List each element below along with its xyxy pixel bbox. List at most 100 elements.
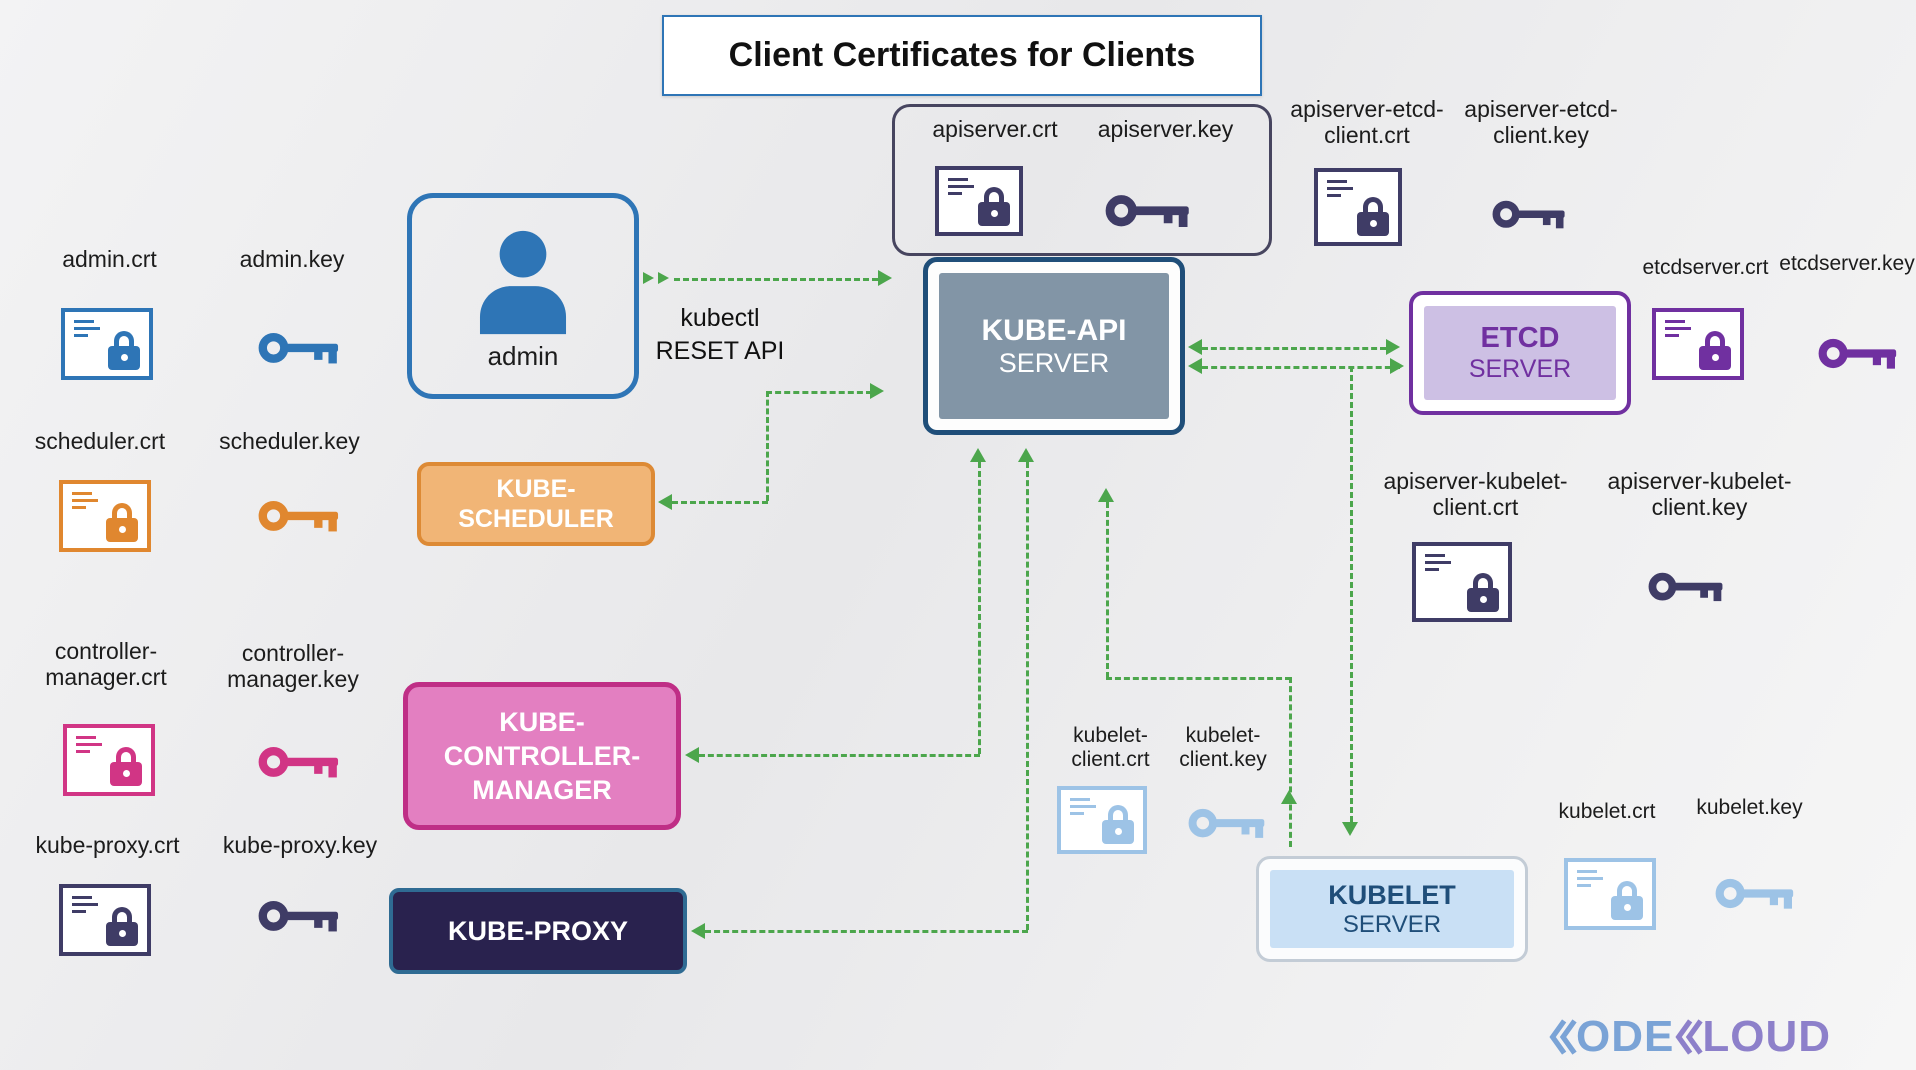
admin-key-label: admin.key [239,246,345,272]
arrowhead-admin-start-2 [658,272,669,284]
kubectl-annotation-line1: kubectl [680,304,760,332]
arrow-scheduler-line-h1 [672,501,768,504]
apiserver-key-icon [1105,192,1195,235]
kube-proxy-key-label: kube-proxy.key [222,832,378,858]
kube-controller-manager-label-line3: MANAGER [472,775,612,805]
scheduler-key-label: scheduler.key [219,428,360,454]
scheduler-certificate-icon [59,480,151,552]
apiserver-crt-label: apiserver.crt [932,116,1058,142]
kubelet-client-key-label: kubelet-client.key [1179,724,1267,772]
arrowhead-admin-to-api [878,270,892,286]
apiserver-kubelet-client-crt-label: apiserver-kubelet-client.crt [1383,468,1568,521]
kube-controller-manager-node: KUBE- CONTROLLER- MANAGER [403,682,681,830]
arrow-scheduler-line-v [766,391,769,501]
diagram-title: Client Certificates for Clients [662,15,1262,96]
arrowhead-controller-to-api [970,448,986,462]
apiserver-key-label: apiserver.key [1097,116,1234,142]
logo-text-part1: ODE [1576,1012,1675,1061]
arrowhead-kubelet-to-api [1098,488,1114,502]
kubelet-key-icon [1715,876,1799,916]
etcd-server-label-line1: ETCD [1480,322,1560,354]
kube-proxy-crt-label: kube-proxy.crt [35,832,180,858]
padlock-icon [1466,573,1500,612]
arrowhead-api-to-etcd-top [1386,339,1400,355]
arrow-kubelet-line-h [1106,677,1291,680]
kubelet-server-label-line2: SERVER [1342,910,1442,938]
logo-k-icon [1549,1019,1577,1055]
arrow-kubelet-line-v2 [1289,677,1292,847]
arrowhead-api-to-kubelet [1342,822,1358,836]
document-lines-icon [1425,554,1451,575]
document-lines-icon [1327,180,1353,201]
arrow-admin-to-api-line [674,278,878,281]
logo-k-icon [1675,1019,1704,1055]
admin-node: admin [407,193,639,399]
padlock-icon [977,187,1011,226]
etcdserver-key-icon [1818,336,1902,376]
kubelet-server-label-line1: KUBELET [1328,879,1456,910]
arrow-api-etcd-line-top [1202,347,1386,350]
padlock-icon [109,747,143,786]
padlock-icon [1698,331,1732,370]
padlock-icon [1610,881,1644,920]
kube-api-server-node: KUBE-API SERVER [923,257,1185,435]
scheduler-key-icon [258,498,344,539]
etcd-server-inner: ETCD SERVER [1424,306,1616,400]
kubelet-client-certificate-icon [1057,786,1147,854]
kubelet-server-node: KUBELET SERVER [1256,856,1528,962]
padlock-icon [105,907,139,946]
etcdserver-key-label: etcdserver.key [1779,252,1915,275]
document-lines-icon [72,896,98,917]
kube-proxy-certificate-icon [59,884,151,956]
etcdserver-certificate-icon [1652,308,1744,380]
document-lines-icon [1665,320,1691,341]
arrowhead-kubelet-up [1281,790,1297,804]
document-lines-icon [72,492,98,513]
kube-controller-manager-label-line1: KUBE- [499,707,585,737]
arrow-api-to-kubelet-line [1350,366,1353,822]
admin-node-label: admin [487,340,559,371]
etcd-server-node: ETCD SERVER [1409,291,1631,415]
padlock-icon [105,503,139,542]
kube-api-server-inner: KUBE-API SERVER [939,273,1169,419]
admin-key-icon [258,330,344,371]
document-lines-icon [1577,870,1603,891]
apiserver-etcd-client-key-label: apiserver-etcd-client.key [1464,96,1618,149]
kodekloud-logo: ODE LOUD [1548,1012,1831,1062]
apiserver-etcd-client-key-icon [1492,198,1570,235]
diagram-title-text: Client Certificates for Clients [728,36,1196,74]
document-lines-icon [74,320,100,341]
arrow-proxy-line-h [705,930,1028,933]
kube-proxy-key-icon [258,898,344,939]
arrowhead-to-kube-proxy [691,923,705,939]
person-icon [479,230,567,334]
padlock-icon [1101,805,1135,844]
admin-certificate-icon [61,308,153,380]
apiserver-certificate-icon [935,166,1023,236]
kubelet-server-inner: KUBELET SERVER [1270,870,1514,948]
arrow-controller-line-v [978,462,981,754]
kubelet-crt-label: kubelet.crt [1558,800,1656,823]
apiserver-kubelet-client-key-icon [1648,570,1728,608]
kube-proxy-label: KUBE-PROXY [447,915,629,946]
document-lines-icon [1070,798,1096,819]
controller-manager-certificate-icon [63,724,155,796]
controller-manager-crt-label: controller-manager.crt [45,638,167,691]
kubelet-client-crt-label: kubelet-client.crt [1071,724,1150,772]
arrowhead-etcd-to-api-bottom [1188,358,1202,374]
apiserver-kubelet-client-certificate-icon [1412,542,1512,622]
arrowhead-api-to-etcd-bottom [1390,358,1404,374]
kubectl-annotation-line2: RESET API [655,337,785,365]
arrowhead-scheduler-to-api [870,383,884,399]
apiserver-cert-group [892,104,1272,256]
padlock-icon [1356,197,1390,236]
kube-api-server-label-line2: SERVER [998,347,1110,378]
apiserver-etcd-client-crt-label: apiserver-etcd-client.crt [1290,96,1444,149]
kube-scheduler-node: KUBE- SCHEDULER [417,462,655,546]
scheduler-crt-label: scheduler.crt [34,428,166,454]
kubelet-key-label: kubelet.key [1696,796,1803,819]
logo-text-part2: LOUD [1702,1012,1832,1061]
kube-proxy-node: KUBE-PROXY [389,888,687,974]
etcd-server-label-line2: SERVER [1468,355,1572,383]
